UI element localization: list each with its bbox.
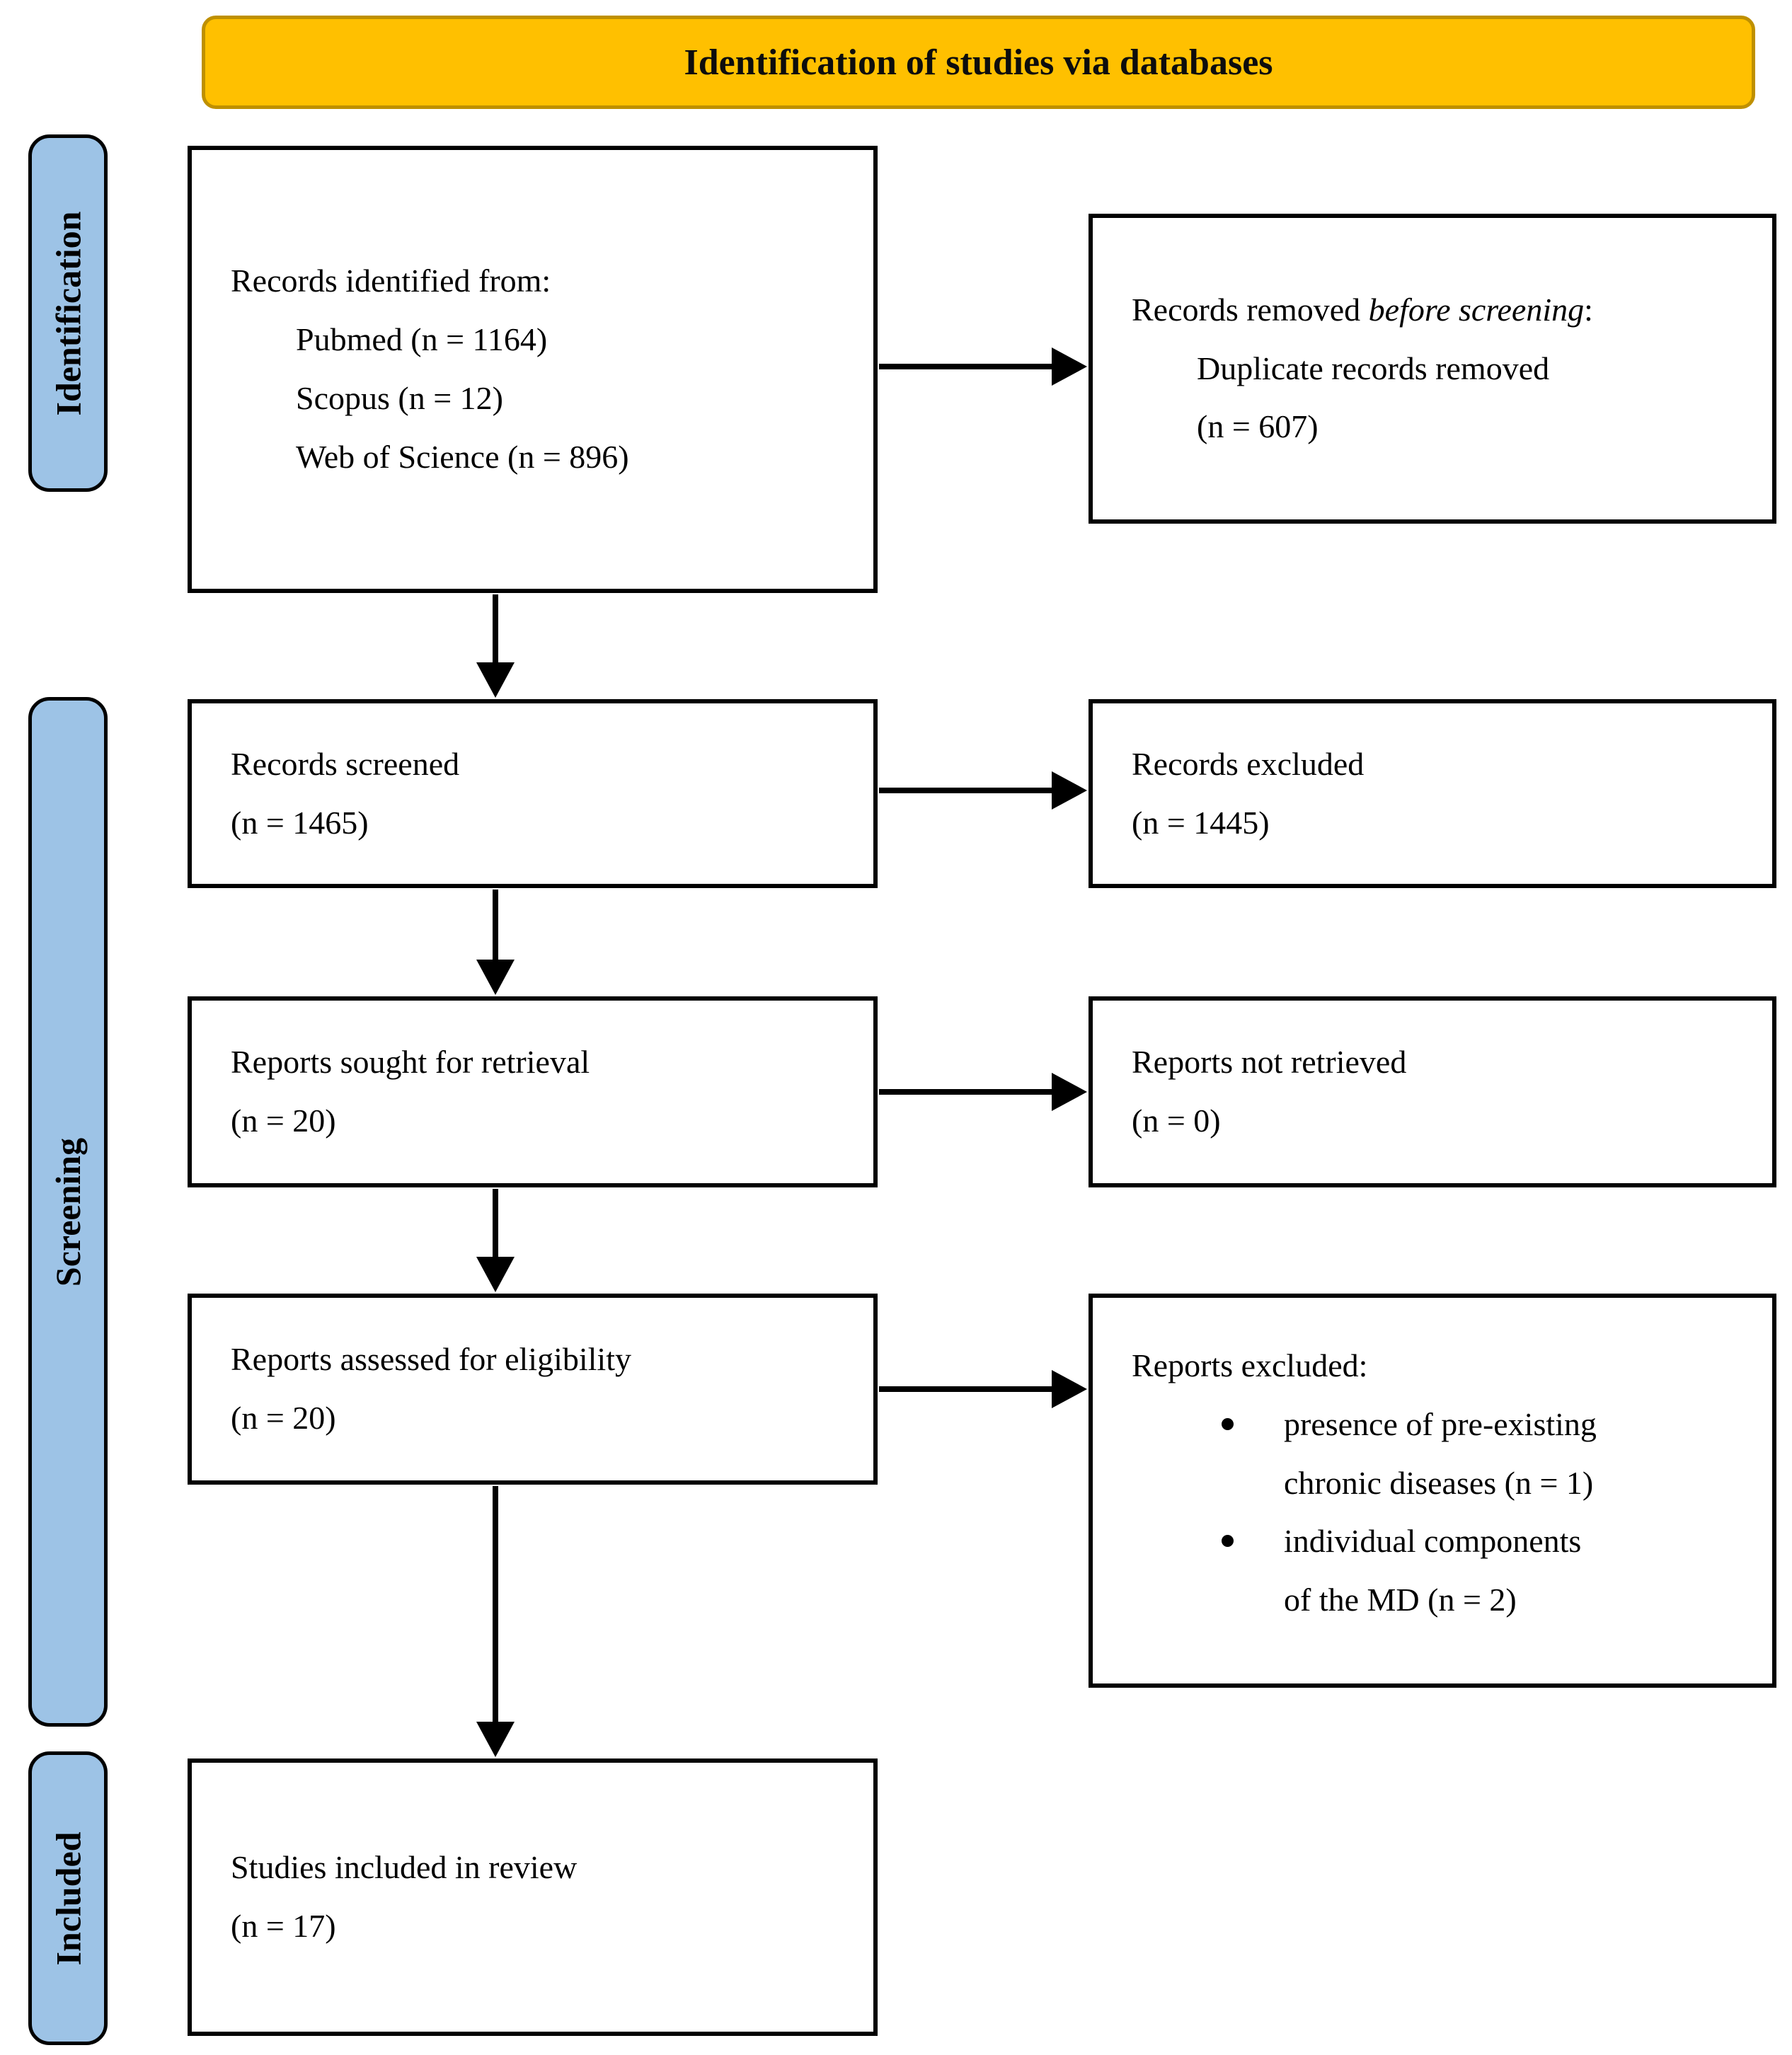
arrow-identified-to-screened (476, 594, 515, 698)
box-line: Reports sought for retrieval (231, 1044, 590, 1081)
box-records-removed: Records removed before screening: Duplic… (1089, 214, 1776, 524)
title-banner: Identification of studies via databases (202, 16, 1755, 109)
stage-label-screening: Screening (48, 1137, 88, 1286)
box-line: (n = 0) (1132, 1103, 1221, 1139)
box-line: Records screened (231, 745, 460, 782)
stage-bar-identification: Identification (28, 134, 108, 492)
box-reports-assessed: Reports assessed for eligibility (n = 20… (188, 1294, 878, 1485)
arrow-screened-to-sought (476, 890, 515, 995)
box-line-text: : (1584, 291, 1593, 328)
box-records-identified: Records identified from: Pubmed (n = 116… (188, 146, 878, 593)
box-reports-not-retrieved: Reports not retrieved (n = 0) (1089, 996, 1776, 1187)
box-line: Studies included in review (231, 1849, 578, 1886)
box-line-text: Records removed (1132, 291, 1369, 328)
page-title: Identification of studies via databases (684, 42, 1273, 83)
box-line: of the MD (n = 2) (1284, 1582, 1517, 1618)
stage-label-included: Included (48, 1831, 88, 1965)
box-line: Reports excluded: (1132, 1347, 1368, 1383)
stage-bar-included: Included (28, 1751, 108, 2045)
stage-bar-screening: Screening (28, 697, 108, 1727)
box-line: (n = 17) (231, 1908, 336, 1944)
box-line: (n = 1445) (1132, 804, 1270, 841)
box-line: Reports assessed for eligibility (231, 1341, 631, 1378)
box-line: (n = 20) (231, 1103, 336, 1139)
box-line: presence of pre-existing (1284, 1405, 1597, 1442)
box-line: chronic diseases (n = 1) (1284, 1464, 1594, 1501)
list-item: presence of pre-existing chronic disease… (1222, 1395, 1733, 1513)
bullet-icon (1222, 1417, 1234, 1430)
box-records-excluded: Records excluded (n = 1445) (1089, 699, 1776, 888)
box-reports-excluded: Reports excluded: presence of pre-existi… (1089, 1294, 1776, 1688)
box-line: Pubmed (n = 1164) (296, 321, 548, 358)
arrow-sought-to-assessed (476, 1189, 515, 1292)
box-line: individual components (1284, 1523, 1582, 1560)
box-line: Duplicate records removed (1197, 350, 1550, 386)
arrow-sought-to-notretrieved (879, 1073, 1087, 1111)
box-line: Records identified from: (231, 263, 551, 299)
arrow-screened-to-excluded (879, 771, 1087, 810)
box-line: Web of Science (n = 896) (296, 438, 629, 475)
arrow-assessed-to-included (476, 1486, 515, 1757)
box-line: Records removed before screening: (1132, 281, 1733, 340)
box-line: Scopus (n = 12) (296, 380, 503, 416)
list-item: individual components of the MD (n = 2) (1222, 1512, 1733, 1630)
stage-label-identification: Identification (48, 211, 88, 415)
arrow-assessed-to-reportsexcluded (879, 1370, 1087, 1408)
box-line: (n = 1465) (231, 804, 369, 841)
exclusion-reasons-list: presence of pre-existing chronic disease… (1132, 1395, 1733, 1630)
box-studies-included: Studies included in review (n = 17) (188, 1758, 878, 2036)
bullet-icon (1222, 1535, 1234, 1548)
box-line: (n = 20) (231, 1400, 336, 1436)
box-records-screened: Records screened (n = 1465) (188, 699, 878, 888)
box-line-italic: before screening (1368, 291, 1585, 328)
box-reports-sought: Reports sought for retrieval (n = 20) (188, 996, 878, 1187)
box-line: Records excluded (1132, 745, 1365, 782)
box-line: (n = 607) (1197, 408, 1319, 445)
box-line: Reports not retrieved (1132, 1044, 1407, 1081)
arrow-identified-to-removed (879, 347, 1087, 386)
